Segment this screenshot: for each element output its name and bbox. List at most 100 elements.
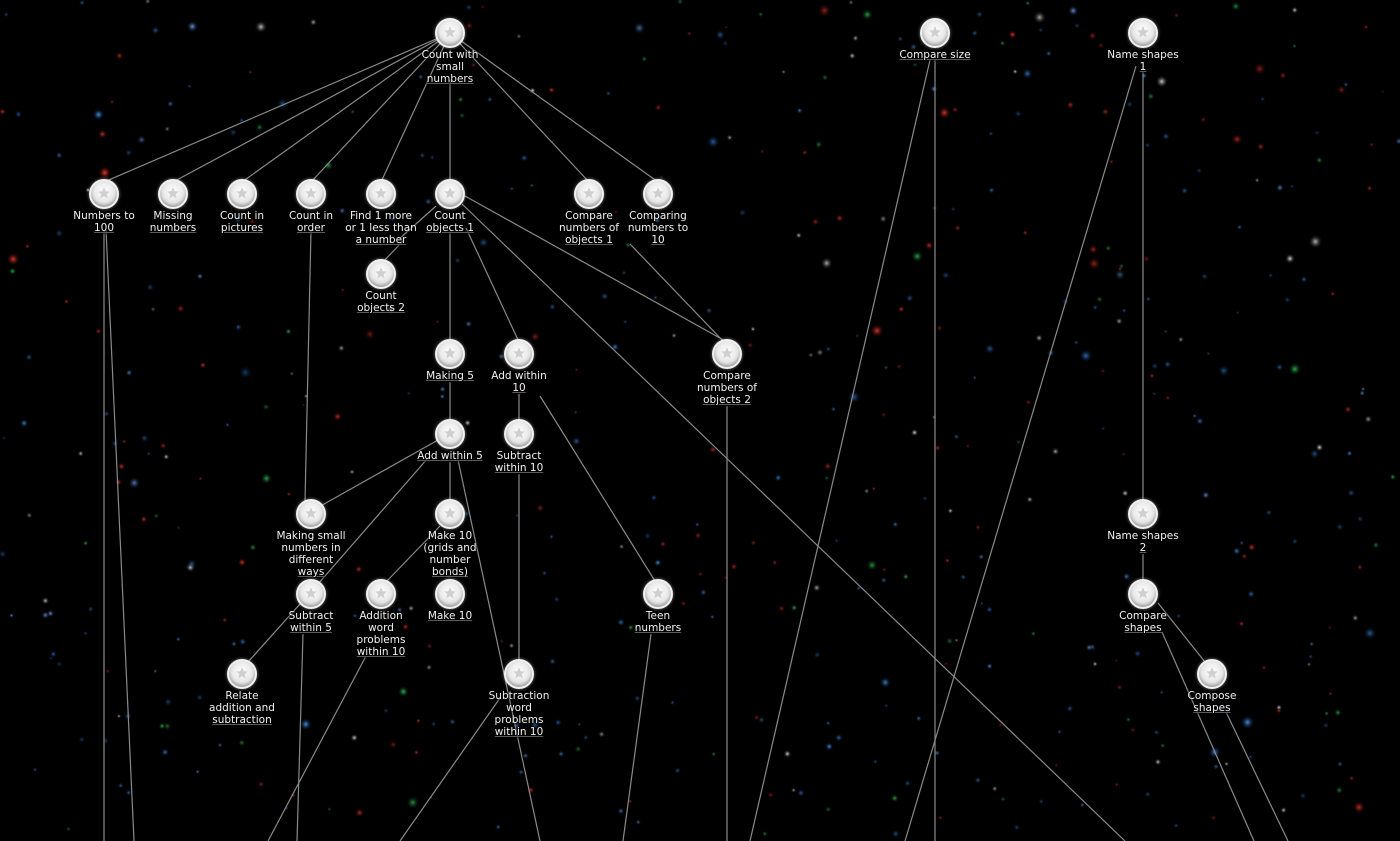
star-icon[interactable] xyxy=(712,339,742,369)
star-icon[interactable] xyxy=(89,179,119,209)
star-icon[interactable] xyxy=(296,179,326,209)
skill-node-make-10[interactable]: Make 10 xyxy=(395,579,505,622)
star-icon[interactable] xyxy=(158,179,188,209)
star-icon[interactable] xyxy=(504,659,534,689)
link xyxy=(464,195,728,343)
star-icon[interactable] xyxy=(435,339,465,369)
star-icon[interactable] xyxy=(435,419,465,449)
skill-label[interactable]: Compare size xyxy=(899,49,971,61)
star-icon[interactable] xyxy=(504,339,534,369)
star-icon[interactable] xyxy=(1128,579,1158,609)
star-icon[interactable] xyxy=(643,179,673,209)
link xyxy=(304,229,312,503)
star-icon[interactable] xyxy=(435,499,465,529)
link xyxy=(539,395,656,582)
star-icon[interactable] xyxy=(366,179,396,209)
link xyxy=(105,229,135,841)
star-icon[interactable] xyxy=(435,579,465,609)
star-icon[interactable] xyxy=(227,179,257,209)
link xyxy=(399,697,501,841)
star-icon[interactable] xyxy=(920,18,950,48)
star-icon[interactable] xyxy=(1197,659,1227,689)
skill-node-compare-size[interactable]: Compare size xyxy=(880,18,990,61)
star-icon[interactable] xyxy=(1128,499,1158,529)
link xyxy=(172,32,451,183)
link xyxy=(310,32,451,183)
link xyxy=(380,32,451,183)
star-icon[interactable] xyxy=(504,419,534,449)
star-icon[interactable] xyxy=(574,179,604,209)
star-icon[interactable] xyxy=(435,179,465,209)
star-icon[interactable] xyxy=(296,579,326,609)
link xyxy=(629,243,725,343)
star-icon[interactable] xyxy=(227,659,257,689)
link xyxy=(465,227,520,343)
star-icon[interactable] xyxy=(296,499,326,529)
skill-node-add-within-5[interactable]: Add within 5 xyxy=(395,419,505,462)
star-icon[interactable] xyxy=(366,579,396,609)
star-icon[interactable] xyxy=(435,18,465,48)
skill-label[interactable]: Make 10 xyxy=(427,610,473,622)
link xyxy=(397,205,437,241)
skill-label[interactable]: Making 5 xyxy=(426,370,474,382)
star-icon[interactable] xyxy=(366,259,396,289)
star-icon[interactable] xyxy=(1128,18,1158,48)
link xyxy=(622,633,652,841)
link xyxy=(316,439,439,509)
link xyxy=(103,32,451,183)
skill-label[interactable]: Add within 5 xyxy=(417,450,483,462)
skill-node-making-5[interactable]: Making 5 xyxy=(395,339,505,382)
star-icon[interactable] xyxy=(643,579,673,609)
